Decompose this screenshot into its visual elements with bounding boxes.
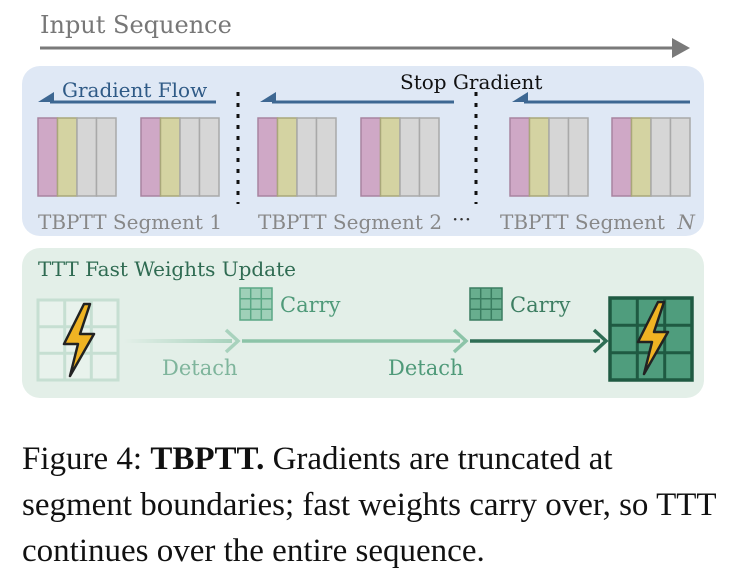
token-block — [257, 117, 279, 197]
caption-prefix: Figure 4: — [22, 441, 151, 477]
segment-label-n: TBPTT Segment N — [500, 210, 696, 234]
update-arrow-1 — [124, 328, 241, 354]
token-block — [276, 117, 298, 197]
token-block — [418, 117, 440, 197]
token-block — [179, 117, 201, 197]
token-block — [198, 117, 220, 197]
carry-label-2: Carry — [510, 293, 571, 317]
token-block — [548, 117, 570, 197]
token-block-group — [140, 117, 220, 197]
gradient-arrow-2 — [260, 92, 454, 104]
token-block — [56, 117, 78, 197]
fast-weights-panel — [22, 248, 704, 398]
token-block — [509, 117, 531, 197]
token-block — [140, 117, 162, 197]
segment-label-1: TBPTT Segment 1 — [38, 210, 222, 234]
update-arrow-3 — [470, 328, 609, 354]
token-block — [315, 117, 337, 197]
token-block — [567, 117, 589, 197]
token-block — [399, 117, 421, 197]
stop-gradient-label: Stop Gradient — [400, 70, 542, 94]
carry-grid-icon-2 — [469, 287, 503, 321]
caption-bold: TBPTT. — [150, 441, 265, 477]
token-block-group — [360, 117, 440, 197]
detach-label-1: Detach — [162, 356, 238, 380]
token-block-group — [37, 117, 117, 197]
token-block — [379, 117, 401, 197]
token-block-group — [257, 117, 337, 197]
lightning-icon — [636, 300, 670, 376]
segment-label-2: TBPTT Segment 2 — [258, 210, 442, 234]
gradient-arrow-3 — [512, 92, 690, 104]
token-block — [296, 117, 318, 197]
caption-text: Gradients are truncated at segment bound… — [22, 441, 716, 569]
gradient-arrow-1 — [38, 92, 216, 104]
token-block-group — [611, 117, 691, 197]
input-sequence-label: Input Sequence — [40, 11, 232, 39]
token-block — [95, 117, 117, 197]
token-block — [528, 117, 550, 197]
segment-ellipsis: ··· — [452, 207, 471, 231]
token-block-group — [509, 117, 589, 197]
fast-weights-title: TTT Fast Weights Update — [38, 257, 296, 281]
token-block — [76, 117, 98, 197]
token-blocks — [37, 117, 691, 197]
input-sequence-arrowhead — [672, 38, 690, 58]
token-block — [630, 117, 652, 197]
figure-caption: Figure 4: TBPTT. Gradients are truncated… — [22, 436, 722, 574]
token-block — [360, 117, 382, 197]
token-block — [669, 117, 691, 197]
lightning-icon — [62, 302, 96, 378]
gradient-flow-label: Gradient Flow — [62, 78, 207, 102]
token-block — [159, 117, 181, 197]
token-block — [37, 117, 59, 197]
token-block — [650, 117, 672, 197]
token-block — [611, 117, 633, 197]
tbptt-diagram: Input Sequence Gradient Flow Stop Gradie… — [22, 11, 704, 398]
carry-label-1: Carry — [280, 293, 341, 317]
detach-label-2: Detach — [388, 356, 464, 380]
carry-grid-icon-1 — [239, 287, 273, 321]
update-arrow-2 — [242, 328, 469, 354]
